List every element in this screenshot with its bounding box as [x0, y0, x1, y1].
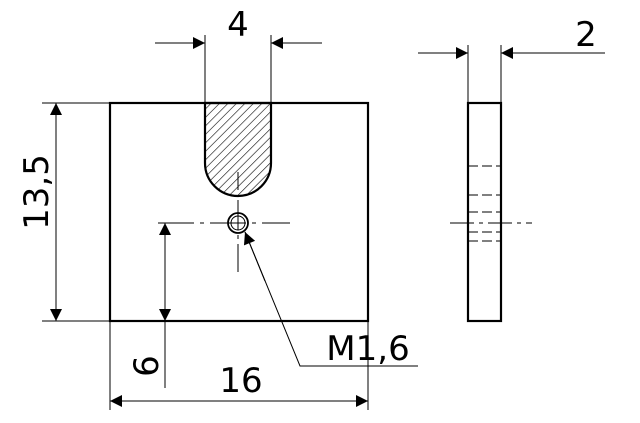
- thread-callout-label: M1,6: [326, 329, 409, 369]
- dimension-top-width-label: 4: [227, 5, 249, 45]
- dimension-top-width: 4: [155, 5, 322, 103]
- hatched-slot: [203, 101, 273, 198]
- dimension-height: 13,5: [17, 102, 110, 322]
- dimension-height-label: 13,5: [17, 154, 57, 230]
- dimension-side-thickness-label: 2: [575, 15, 597, 55]
- dimension-hole-height-label: 6: [127, 355, 167, 377]
- dimension-side-thickness: 2: [418, 15, 605, 103]
- dimension-hole-height: 6: [127, 222, 186, 388]
- side-view: [450, 101, 532, 323]
- dimension-bottom-width: 16: [109, 321, 369, 410]
- dimension-bottom-width-label: 16: [219, 361, 262, 401]
- thread-callout: M1,6: [243, 231, 418, 369]
- front-view: [108, 101, 370, 323]
